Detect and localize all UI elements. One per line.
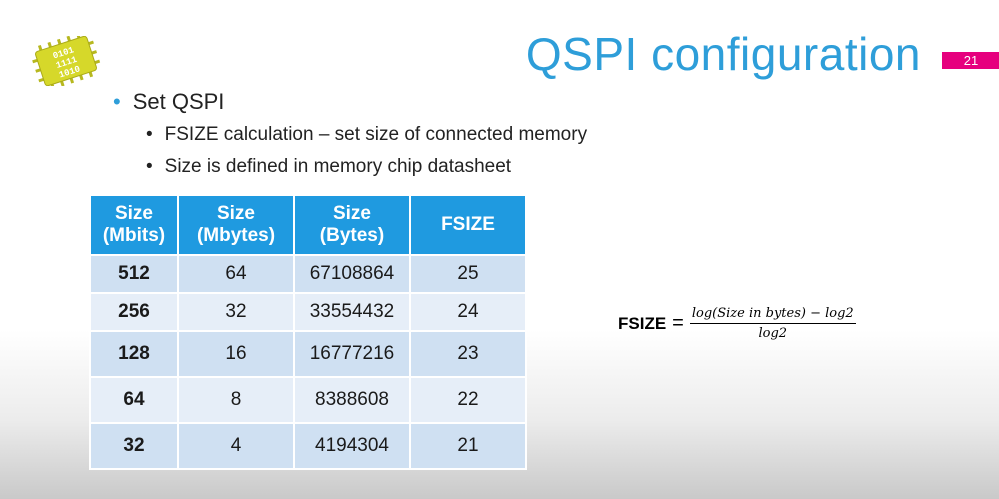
cell-fsize: 23 (409, 330, 527, 378)
cell-bytes: 4194304 (293, 422, 411, 470)
bullet-text: Set QSPI (132, 89, 225, 114)
bullet-text: Size is defined in memory chip datasheet (164, 156, 512, 177)
bullet-level2: • FSIZE calculation – set size of connect… (146, 123, 587, 147)
bullet-dot-icon: • (146, 156, 153, 177)
header-line: FSIZE (441, 214, 495, 235)
cell-mbits: 32 (89, 422, 179, 470)
cell-mbytes: 32 (177, 292, 295, 332)
formula-equals: = (672, 312, 684, 334)
header-line: (Bytes) (319, 225, 385, 246)
header-line: Size (114, 203, 154, 224)
cell-mbits: 128 (89, 330, 179, 378)
cell-mbytes: 16 (177, 330, 295, 378)
table-row: 128 16 16777216 23 (89, 330, 527, 378)
header-line: Size (332, 203, 372, 224)
cell-fsize: 22 (409, 376, 527, 424)
bullet-level2: • Size is defined in memory chip datashee… (146, 155, 511, 179)
fsize-formula: FSIZE = log(Size in bytes) − log2 log2 (618, 306, 856, 341)
cell-mbytes: 4 (177, 422, 295, 470)
header-size-bytes: Size(Bytes) (293, 194, 411, 256)
bullet-text: FSIZE calculation – set size of connecte… (164, 124, 588, 145)
cell-bytes: 8388608 (293, 376, 411, 424)
table-row: 256 32 33554432 24 (89, 292, 527, 332)
cell-fsize: 25 (409, 254, 527, 294)
page-number-badge: 21 (942, 52, 999, 69)
formula-denominator: log2 (758, 326, 788, 341)
header-line: Size (216, 203, 256, 224)
cell-fsize: 24 (409, 292, 527, 332)
cell-mbits: 512 (89, 254, 179, 294)
cell-bytes: 16777216 (293, 330, 411, 378)
cell-mbytes: 64 (177, 254, 295, 294)
table-row: 64 8 8388608 22 (89, 376, 527, 424)
slide-title: QSPI configuration (525, 28, 921, 80)
chip-binary-icon: 0101 1111 1010 (32, 36, 101, 86)
cell-mbits: 64 (89, 376, 179, 424)
header-line: (Mbits) (102, 225, 166, 246)
bullet-dot-icon: • (113, 89, 121, 114)
formula-fraction: log(Size in bytes) − log2 log2 (689, 306, 856, 341)
header-line: (Mbytes) (196, 225, 276, 246)
bullet-level1: • Set QSPI (113, 88, 224, 116)
formula-label: FSIZE (618, 313, 667, 333)
cell-bytes: 33554432 (293, 292, 411, 332)
table-header-row: Size(Mbits) Size(Mbytes) Size(Bytes) FSI… (89, 194, 527, 256)
cell-bytes: 67108864 (293, 254, 411, 294)
header-size-mbits: Size(Mbits) (89, 194, 179, 256)
bullet-dot-icon: • (146, 124, 153, 145)
header-fsize: FSIZE (409, 194, 527, 256)
cell-mbytes: 8 (177, 376, 295, 424)
header-size-mbytes: Size(Mbytes) (177, 194, 295, 256)
formula-numerator: log(Size in bytes) − log2 (689, 306, 856, 324)
cell-mbits: 256 (89, 292, 179, 332)
table-row: 512 64 67108864 25 (89, 254, 527, 294)
memory-size-table: Size(Mbits) Size(Mbytes) Size(Bytes) FSI… (89, 194, 527, 470)
table-row: 32 4 4194304 21 (89, 422, 527, 470)
cell-fsize: 21 (409, 422, 527, 470)
